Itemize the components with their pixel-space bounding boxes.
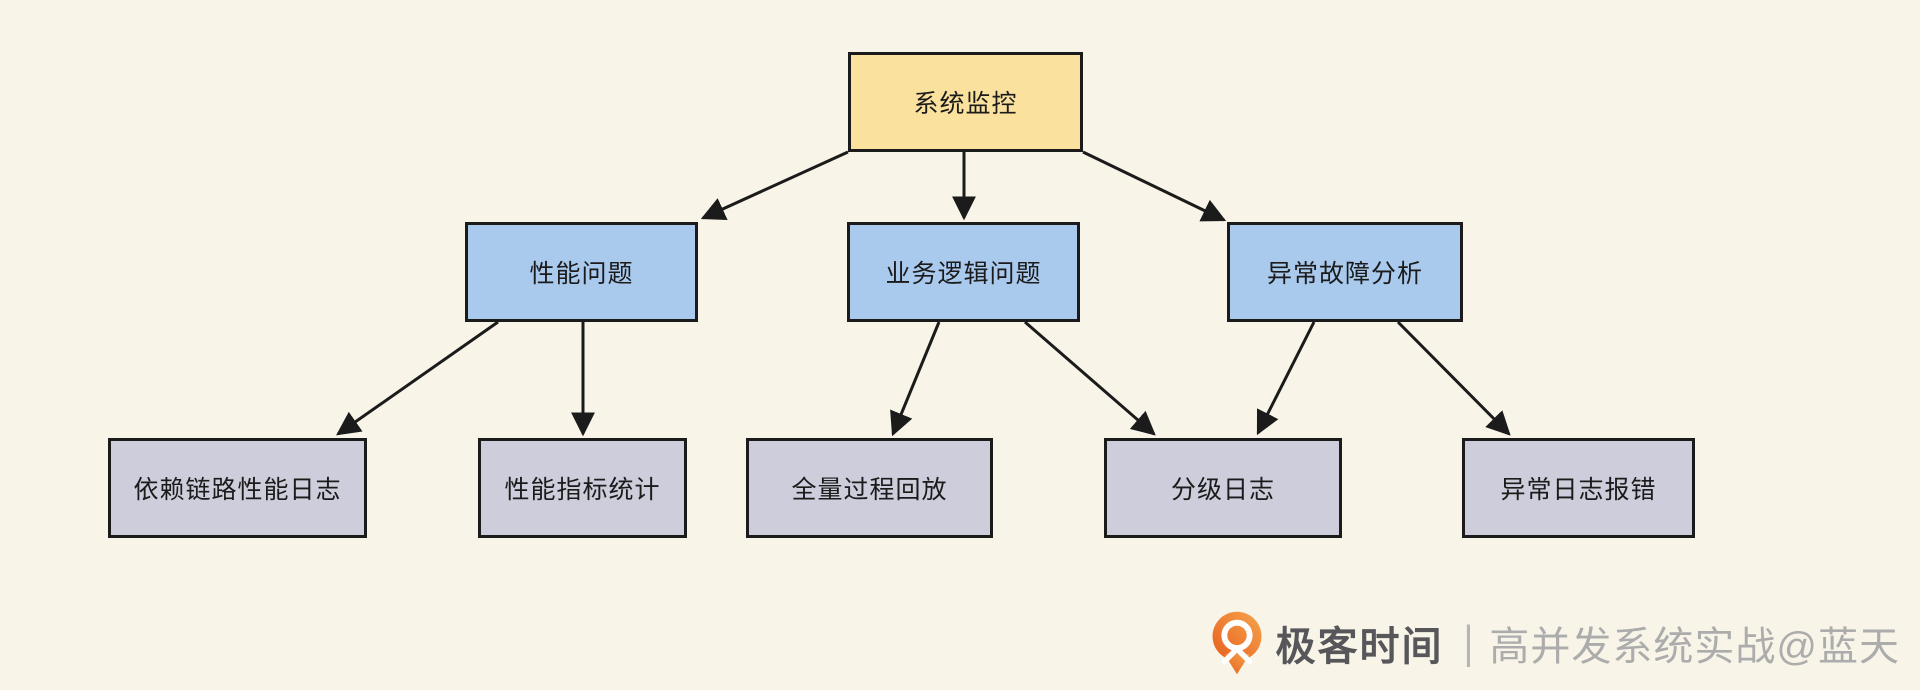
node-performance-metrics-stats: 性能指标统计 [478, 438, 687, 538]
node-graded-logs: 分级日志 [1104, 438, 1342, 538]
node-exception-fault-analysis: 异常故障分析 [1227, 222, 1463, 322]
edge-exception-fault-analysis-to-error-logs [1396, 320, 1511, 436]
brand-name: 极客时间 [1275, 625, 1444, 669]
node-exception-error-logs: 异常日志报错 [1462, 438, 1695, 538]
node-system-monitoring: 系统监控 [848, 52, 1083, 152]
edge-performance-issues-to-dependency-chain-log [336, 320, 499, 436]
geektime-logo-icon [1212, 611, 1261, 675]
node-performance-issues: 性能问题 [465, 222, 698, 322]
edge-business-logic-issues-to-graded-logs [1024, 320, 1156, 436]
node-business-logic-issues: 业务逻辑问题 [847, 222, 1080, 322]
brand-separator: | [1463, 617, 1474, 668]
course-watermark: 高并发系统实战@蓝天 [1489, 625, 1900, 669]
watermark: 极客时间 | 高并发系统实战@蓝天 [1210, 610, 1900, 676]
edge-exception-fault-analysis-to-graded-logs [1256, 321, 1316, 436]
node-dependency-chain-performance-log: 依赖链路性能日志 [108, 438, 367, 538]
edge-system-monitoring-to-exception-fault-analysis [1082, 150, 1227, 222]
node-full-process-replay: 全量过程回放 [746, 438, 993, 538]
edge-business-logic-issues-to-full-process-replay [890, 321, 941, 437]
edge-system-monitoring-to-performance-issues [700, 150, 849, 220]
